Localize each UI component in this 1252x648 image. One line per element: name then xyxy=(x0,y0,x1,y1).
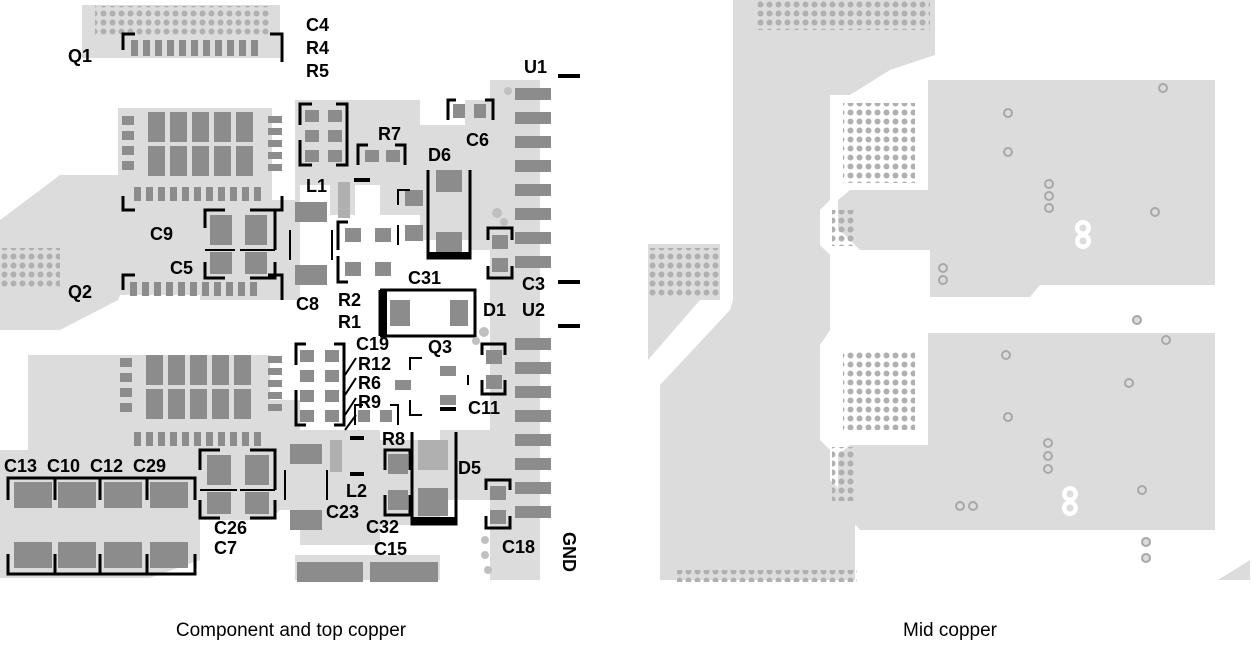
via-array xyxy=(95,6,270,36)
u2-pins xyxy=(515,338,551,518)
reference-designators: Q1 C4 R4 R5 U1 R7 C6 D6 L1 C9 C5 C31 C3 … xyxy=(4,15,579,572)
r2-r1-resistors xyxy=(336,220,391,284)
ref-r1: R1 xyxy=(338,312,361,332)
ref-r7: R7 xyxy=(378,124,401,144)
c26-c7-capacitors xyxy=(198,448,277,520)
ref-c9: C9 xyxy=(150,224,173,244)
l2-c23-region xyxy=(284,436,364,530)
ref-c26: C26 xyxy=(214,518,247,538)
ref-c10: C10 xyxy=(47,456,80,476)
ref-c12: C12 xyxy=(90,456,123,476)
q1-pads xyxy=(131,40,258,56)
l1-c8-region xyxy=(289,182,350,285)
lower-fet-pads xyxy=(120,355,282,446)
ref-q1: Q1 xyxy=(68,46,92,66)
c15-pad xyxy=(297,562,363,582)
ref-c7: C7 xyxy=(214,538,237,558)
ref-d1: D1 xyxy=(483,300,506,320)
ref-r12: R12 xyxy=(358,354,391,374)
mid-vias xyxy=(938,83,1171,563)
top-copper-panel: Q1 C4 R4 R5 U1 R7 C6 D6 L1 C9 C5 C31 C3 … xyxy=(0,5,580,582)
ref-r5: R5 xyxy=(306,61,329,81)
mid-via-array xyxy=(677,570,857,582)
capacitor-bank-bottom xyxy=(6,542,197,576)
lower-resistor-cluster xyxy=(294,342,399,431)
ref-c23: C23 xyxy=(326,502,359,522)
ref-c32: C32 xyxy=(366,517,399,537)
ref-l1: L1 xyxy=(306,176,327,196)
c15-pad xyxy=(370,562,438,582)
c31-d1 xyxy=(378,288,477,338)
ref-c29: C29 xyxy=(133,456,166,476)
c11-capacitor xyxy=(480,342,507,396)
ref-r2: R2 xyxy=(338,290,361,310)
ref-d6: D6 xyxy=(428,145,451,165)
d6-diode xyxy=(397,170,472,260)
u1-pins xyxy=(515,88,551,268)
mid-via-array xyxy=(832,447,856,501)
ref-c4: C4 xyxy=(306,15,329,35)
q2-pads xyxy=(130,282,257,296)
mid-via-array xyxy=(843,350,915,430)
u1-pin1-marker xyxy=(558,74,580,78)
isolated-via-drills xyxy=(1066,224,1087,512)
mid-via-array xyxy=(832,210,856,246)
ref-r6: R6 xyxy=(358,373,381,393)
ref-u1: U1 xyxy=(524,57,547,77)
ref-c19: C19 xyxy=(356,334,389,354)
ref-u2: U2 xyxy=(522,300,545,320)
mid-via-array xyxy=(648,248,720,298)
ref-c18: C18 xyxy=(502,537,535,557)
upper-fet-pads xyxy=(122,112,282,201)
ref-q3: Q3 xyxy=(428,337,452,357)
capacitor-bank-top xyxy=(6,476,197,508)
ref-r9: R9 xyxy=(358,392,381,412)
c3-capacitor xyxy=(486,226,514,280)
ref-c5: C5 xyxy=(170,258,193,278)
c3-marker xyxy=(558,280,580,284)
u2-pin1-marker xyxy=(558,324,580,328)
mid-via-array xyxy=(843,103,915,183)
c32-d5 xyxy=(383,432,458,526)
ref-c3: C3 xyxy=(522,274,545,294)
ref-c6: C6 xyxy=(466,130,489,150)
via-array xyxy=(0,248,60,288)
caption-mid-copper: Mid copper xyxy=(903,620,997,641)
caption-top-copper: Component and top copper xyxy=(175,620,407,641)
mid-via-array xyxy=(755,0,930,30)
ref-c13: C13 xyxy=(4,456,37,476)
c18-capacitor xyxy=(484,478,512,530)
ref-c8: C8 xyxy=(296,294,319,314)
ref-q2: Q2 xyxy=(68,282,92,302)
ref-r4: R4 xyxy=(306,38,329,58)
upper-resistor-cluster xyxy=(298,98,495,182)
q3-transistor xyxy=(395,357,469,416)
ref-d5: D5 xyxy=(458,458,481,478)
ref-c15: C15 xyxy=(374,539,407,559)
ref-c11: C11 xyxy=(468,398,500,418)
mid-copper-panel xyxy=(648,0,1250,582)
ref-gnd: GND xyxy=(559,532,579,572)
ref-r8: R8 xyxy=(382,429,405,449)
top-vias xyxy=(472,87,512,574)
c9-c5-capacitors xyxy=(203,208,277,280)
q1-outline xyxy=(121,32,284,62)
ref-c31: C31 xyxy=(408,268,441,288)
q2-outline xyxy=(121,273,284,300)
ref-l2: L2 xyxy=(346,481,367,501)
